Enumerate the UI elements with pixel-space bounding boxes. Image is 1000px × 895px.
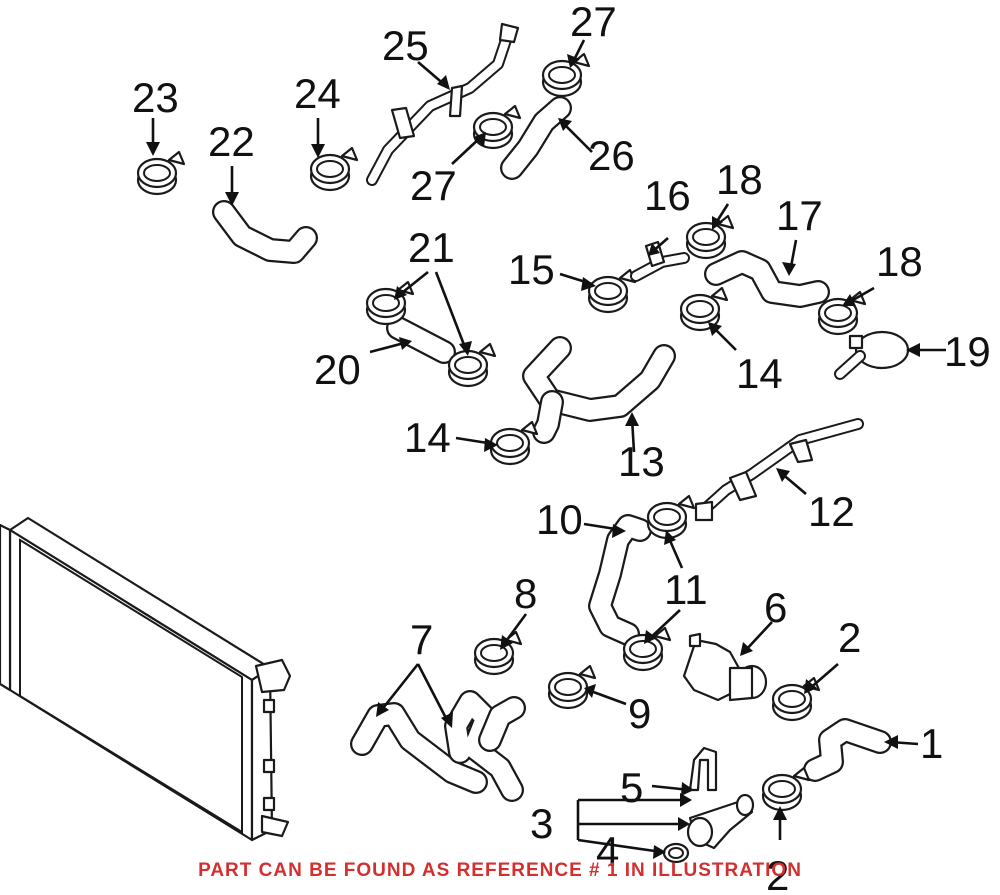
callout-12: 12 xyxy=(808,488,855,535)
o-ring-4 xyxy=(662,842,690,864)
callout-7: 7 xyxy=(410,616,433,663)
radiator xyxy=(0,516,292,842)
hose-17 xyxy=(704,250,830,308)
coolant-pipe-25 xyxy=(366,22,520,186)
clamp-2-lower xyxy=(761,766,811,812)
reference-note: PART CAN BE FOUND AS REFERENCE # 1 IN IL… xyxy=(198,860,802,881)
callout-13: 13 xyxy=(618,438,665,485)
connector-16 xyxy=(630,240,690,282)
hoses-7 xyxy=(350,690,526,802)
callout-1: 1 xyxy=(920,720,943,767)
callout-11-upper: 11 xyxy=(664,566,708,613)
callout-9: 9 xyxy=(628,690,651,737)
hose-1 xyxy=(803,718,892,782)
hose-10 xyxy=(588,514,652,646)
callout-26: 26 xyxy=(588,132,635,179)
callout-4: 4 xyxy=(596,828,619,875)
callout-15: 15 xyxy=(508,246,555,293)
hose-20 xyxy=(386,316,456,364)
callout-19: 19 xyxy=(944,328,991,375)
callout-3: 3 xyxy=(530,800,553,847)
callout-2-lower: 2 xyxy=(766,852,789,895)
callout-18-upper: 18 xyxy=(716,156,763,203)
coolant-pipe-12 xyxy=(694,418,864,522)
clamp-18-upper xyxy=(685,214,735,260)
callout-14-lower: 14 xyxy=(404,414,451,461)
clamp-27-upper xyxy=(541,52,591,98)
callout-27-lower: 27 xyxy=(410,162,457,209)
callout-23: 23 xyxy=(132,74,179,121)
callout-numbers: 1 2 2 3 4 5 6 7 8 9 10 11 12 13 14 14 15… xyxy=(132,0,991,895)
callout-24: 24 xyxy=(294,70,341,117)
callout-18-lower: 18 xyxy=(876,238,923,285)
callout-10: 10 xyxy=(536,496,583,543)
callout-14-upper: 14 xyxy=(736,350,783,397)
clamp-14-lower xyxy=(489,420,539,466)
clamp-14-upper xyxy=(679,286,729,332)
clamp-15 xyxy=(587,268,637,314)
callout-6: 6 xyxy=(764,584,787,631)
callout-22: 22 xyxy=(208,118,255,165)
clamp-8 xyxy=(473,630,523,676)
clamp-11-upper xyxy=(646,494,696,540)
callout-25: 25 xyxy=(382,22,429,69)
coolant-flange-6 xyxy=(682,632,768,702)
arrowheads xyxy=(146,54,920,859)
hose-22 xyxy=(212,200,318,264)
callout-21: 21 xyxy=(408,224,455,271)
callout-16: 16 xyxy=(644,172,691,219)
aux-water-pump-19 xyxy=(834,330,910,380)
coolant-flange-3 xyxy=(686,793,755,850)
hose-26 xyxy=(500,96,572,180)
clamp-21-lower xyxy=(447,342,497,388)
callout-8: 8 xyxy=(514,570,537,617)
callout-2-upper: 2 xyxy=(838,614,861,661)
retaining-clip-5 xyxy=(688,746,718,792)
callout-27-upper: 27 xyxy=(570,0,617,45)
callout-17: 17 xyxy=(776,192,823,239)
hose-13 xyxy=(522,336,676,444)
clamp-23 xyxy=(136,150,186,196)
callout-5: 5 xyxy=(620,764,643,811)
callout-20: 20 xyxy=(314,346,361,393)
